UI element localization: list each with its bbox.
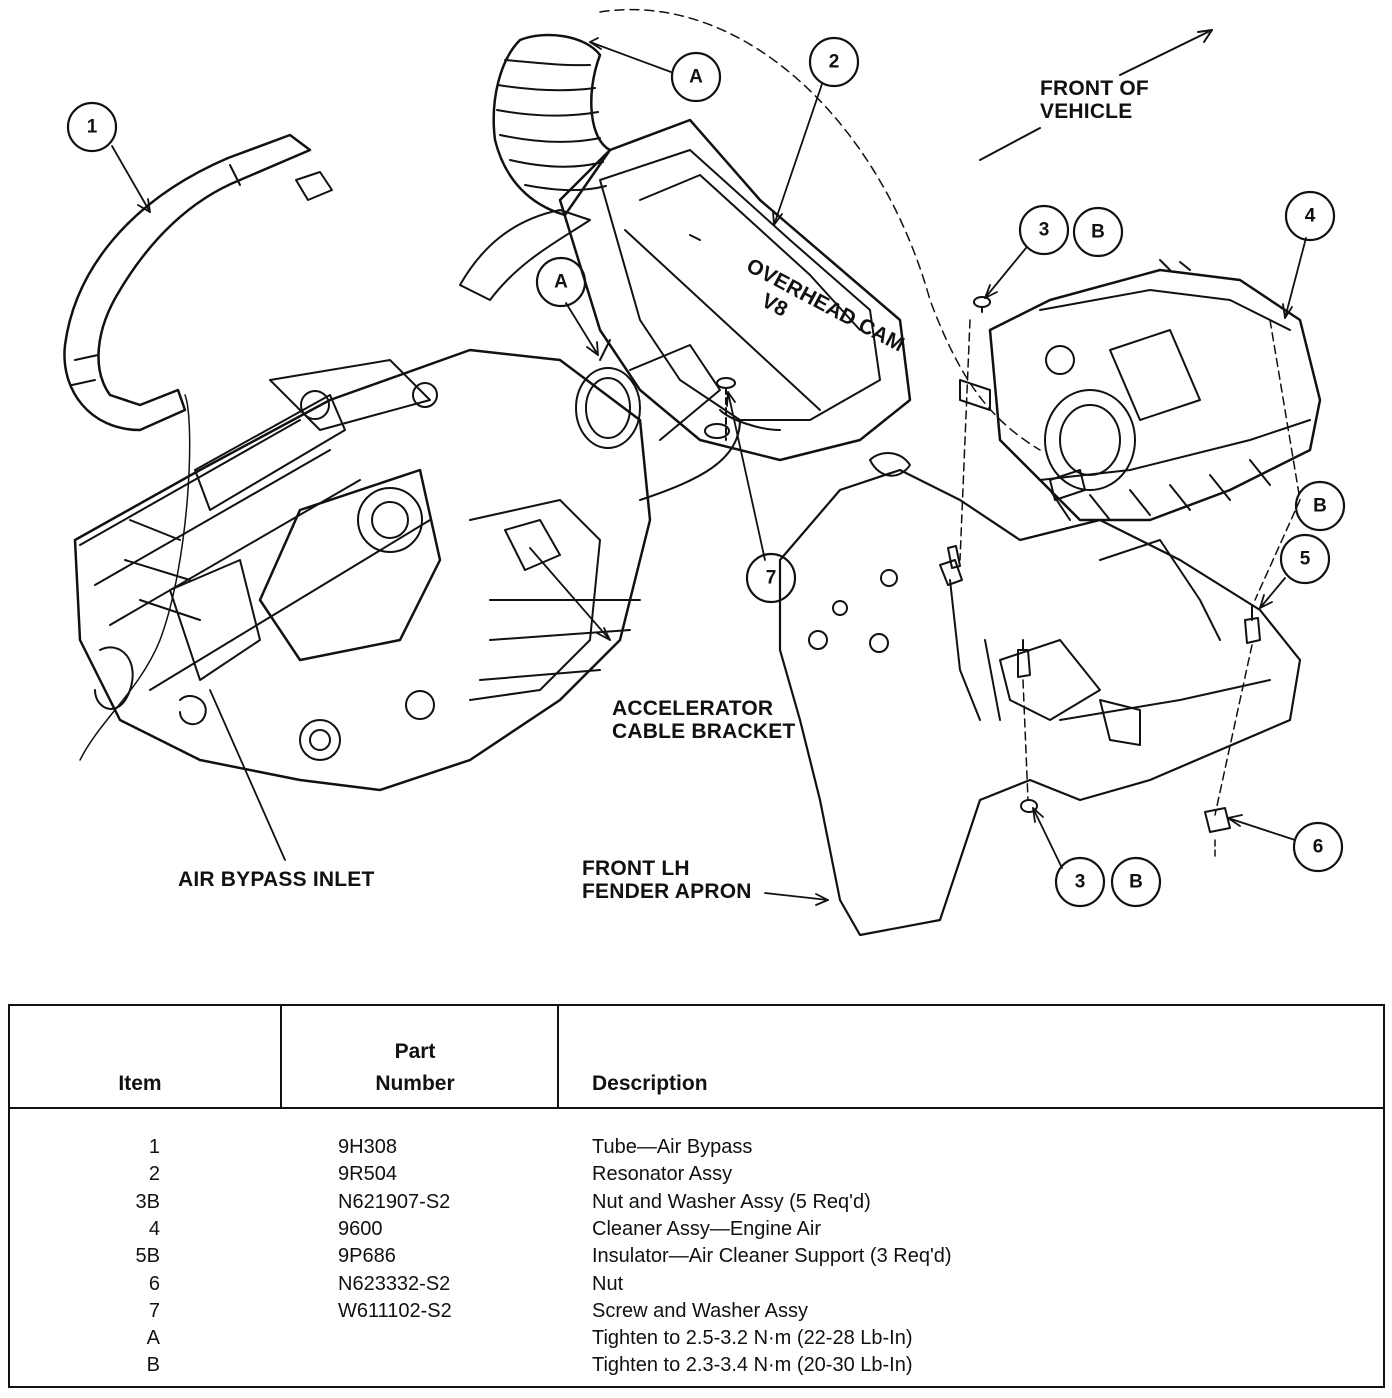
callout-3-lower: 3: [1075, 872, 1086, 893]
exploded-view-diagram: OVERHEAD CAM V8 1 2 A A 3 B 4 B 5 7 3 B …: [63, 8, 1346, 937]
air-bypass-tube: [63, 133, 333, 761]
table-cell-part-number: 9R504: [338, 1163, 397, 1186]
table-cell-description: Nut: [592, 1272, 624, 1295]
label-front-of-vehicle-2: VEHICLE: [1040, 100, 1132, 123]
label-accelerator-2: CABLE BRACKET: [612, 720, 795, 743]
callout-6: 6: [1313, 837, 1324, 858]
table-cell-item: 7: [148, 1299, 160, 1322]
table-cell-item: 6: [148, 1272, 160, 1295]
table-cell-description: Tube—Air Bypass: [592, 1136, 753, 1158]
table-cell-item: 5B: [135, 1245, 160, 1268]
callout-4: 4: [1305, 206, 1316, 227]
callout-b-right: B: [1313, 496, 1327, 517]
mounting-studs: [939, 296, 1301, 861]
resonator-assembly: [459, 33, 912, 501]
table-cell-part-number: W611102-S2: [338, 1299, 452, 1322]
air-cleaner-assembly: [959, 259, 1322, 522]
header-divider: [10, 1107, 1383, 1109]
callout-a-upper: A: [689, 67, 703, 88]
engine-assembly: [73, 348, 652, 861]
table-cell-item: B: [146, 1354, 160, 1377]
label-fender-1: FRONT LH: [582, 857, 690, 880]
table-cell-description: Insulator—Air Cleaner Support (3 Req'd): [592, 1245, 952, 1268]
header-part-number-line2: Number: [375, 1072, 455, 1095]
table-cell-part-number: 9600: [338, 1217, 383, 1240]
header-part-number-line1: Part: [394, 1040, 436, 1063]
callout-circles: [66, 36, 1346, 908]
header-item: Item: [118, 1072, 162, 1095]
table-cell-description: Tighten to 2.3-3.4 N·m (20-30 Lb-In): [592, 1354, 913, 1377]
callout-a-lower: A: [554, 272, 568, 293]
routing-arc: [599, 8, 1041, 451]
callout-7: 7: [766, 568, 777, 589]
label-accelerator-1: ACCELERATOR: [612, 697, 773, 720]
fender-apron: [778, 452, 1302, 937]
callout-leaders: [111, 37, 1307, 906]
callout-b-lower: B: [1129, 872, 1143, 893]
table-cell-description: Resonator Assy: [592, 1163, 733, 1186]
callout-2: 2: [829, 52, 840, 73]
label-air-bypass-inlet: AIR BYPASS INLET: [178, 868, 375, 891]
header-description: Description: [592, 1072, 708, 1095]
callout-3-upper: 3: [1039, 220, 1050, 241]
label-fender-2: FENDER APRON: [582, 880, 752, 903]
table-cell-description: Nut and Washer Assy (5 Req'd): [592, 1190, 871, 1213]
table-cell-description: Tighten to 2.5-3.2 N·m (22-28 Lb-In): [592, 1327, 913, 1350]
table-cell-part-number: N621907-S2: [338, 1190, 451, 1213]
table-cell-part-number: 9P686: [338, 1245, 396, 1268]
table-cell-item: 1: [148, 1136, 160, 1158]
column-divider: [280, 1006, 282, 1108]
callout-5: 5: [1300, 549, 1311, 570]
parts-table: Item Part Number Description 1 9H308 Tube—…: [8, 1004, 1385, 1388]
table-cell-item: A: [146, 1327, 160, 1350]
front-arrow-lower: [979, 127, 1041, 161]
table-cell-description: Cleaner Assy—Engine Air: [592, 1217, 822, 1240]
table-cell-part-number: 9H308: [338, 1136, 397, 1158]
table-cell-item: 3B: [135, 1190, 160, 1213]
column-divider: [557, 1006, 559, 1108]
front-arrow-upper: [1119, 29, 1213, 76]
table-cell-part-number: N623332-S2: [338, 1272, 451, 1295]
table-cell-description: Screw and Washer Assy: [592, 1299, 809, 1322]
table-cell-item: 4: [148, 1217, 160, 1240]
callout-1: 1: [87, 117, 98, 138]
callout-b-upper: B: [1091, 222, 1105, 243]
label-front-of-vehicle-1: FRONT OF: [1040, 77, 1149, 100]
table-cell-item: 2: [148, 1163, 160, 1186]
